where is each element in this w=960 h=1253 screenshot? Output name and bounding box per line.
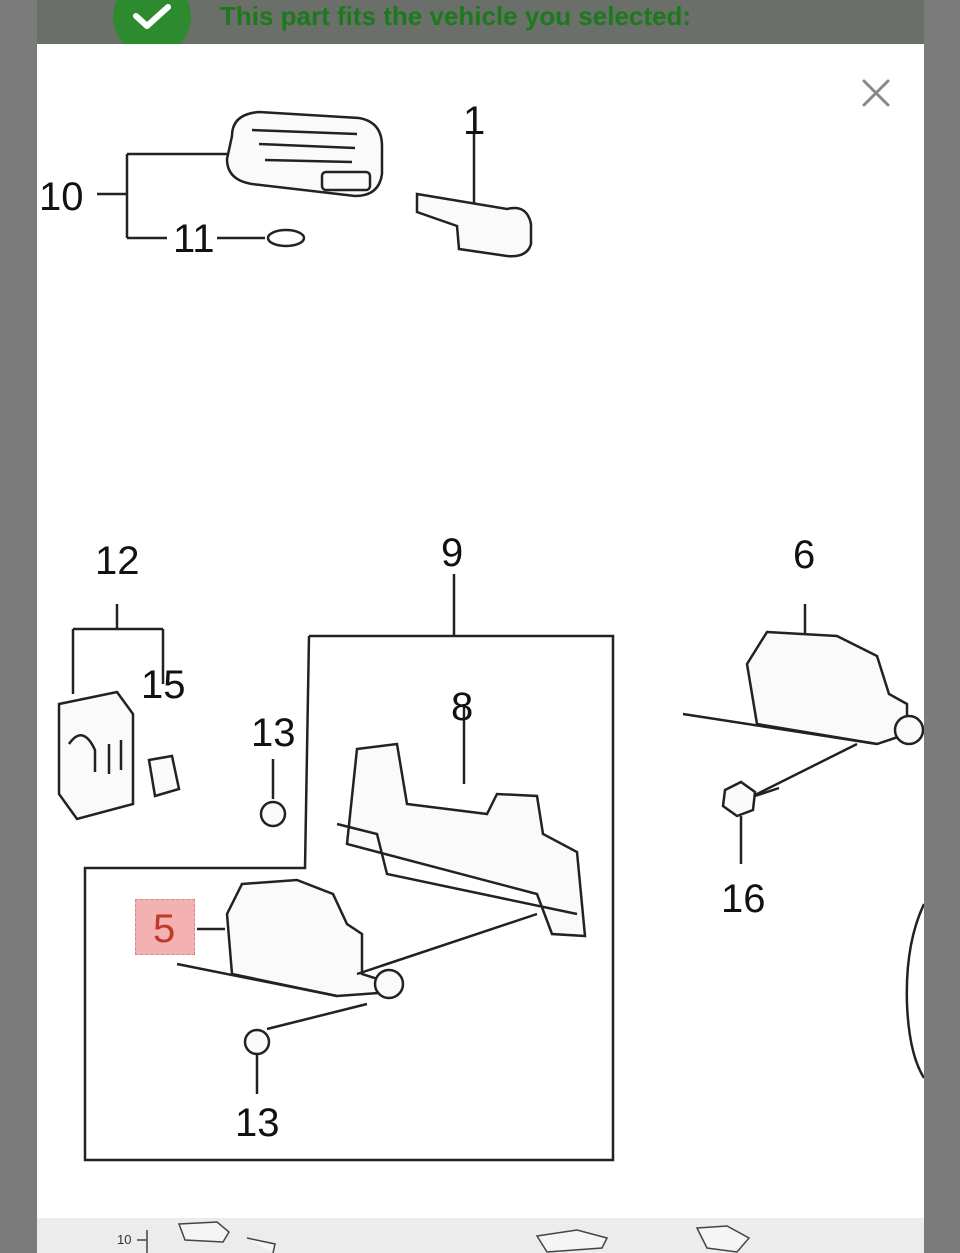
callout-16: 16 [721, 877, 766, 921]
fit-banner: This part fits the vehicle you selected: [37, 0, 924, 56]
close-button[interactable] [854, 71, 898, 115]
callout-15: 15 [141, 663, 186, 707]
background-callout: 10 [117, 1232, 132, 1247]
callout-10: 10 [39, 175, 84, 219]
highlighted-part-box [135, 899, 195, 955]
parts-diagram[interactable]: 10 11 1 12 15 13 9 8 6 5 13 16 [37, 44, 924, 1218]
callout-9: 9 [441, 531, 463, 575]
background-diagram [137, 1221, 751, 1253]
callout-1: 1 [463, 99, 485, 143]
callout-8: 8 [451, 685, 473, 729]
callout-11: 11 [173, 217, 215, 261]
key-fob-drawing [225, 110, 384, 198]
callout-13-upper: 13 [251, 711, 296, 755]
callout-12: 12 [95, 539, 140, 583]
parts-diagram-modal: 10 11 1 12 15 13 9 8 6 5 13 16 [37, 44, 924, 1218]
callout-5[interactable]: 5 [153, 907, 175, 951]
close-icon [862, 79, 890, 107]
callout-6: 6 [793, 533, 815, 577]
callout-13-lower: 13 [235, 1101, 280, 1145]
background-diagram-strip: 10 [37, 1218, 924, 1253]
fit-message: This part fits the vehicle you selected: [220, 1, 692, 31]
